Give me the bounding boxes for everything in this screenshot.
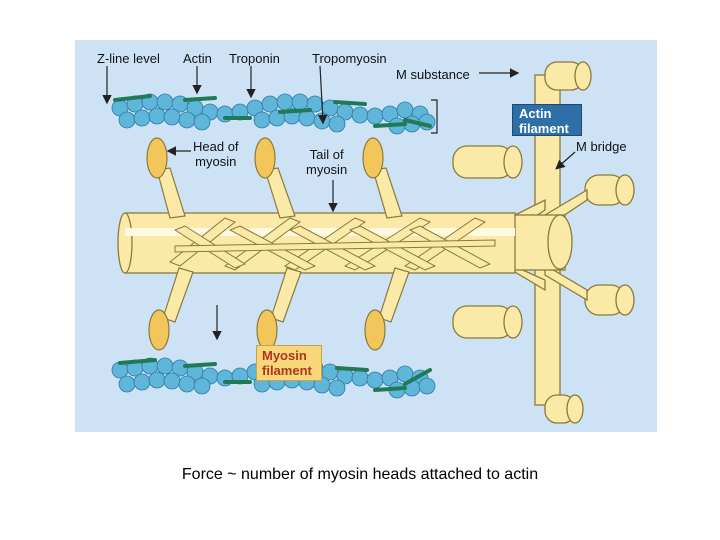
tropomyosin-upper xyxy=(113,94,432,128)
myosin-tails xyxy=(169,217,496,271)
caption: Force ~ number of myosin heads attached … xyxy=(181,466,539,483)
label-z-line-level: Z-line level xyxy=(97,51,160,66)
myosin-heads-upper xyxy=(146,137,403,219)
label-tropomyosin: Tropomyosin xyxy=(312,51,387,66)
myosin-heads-lower xyxy=(148,267,410,351)
label-m-bridge: M bridge xyxy=(576,139,627,154)
sarcomere-diagram: Z-line level Actin Troponin Tropomyosin … xyxy=(75,40,657,432)
label-actin-filament: Actin filament xyxy=(512,104,582,136)
label-head-of-myosin: Head of myosin xyxy=(193,139,239,169)
label-m-substance: M substance xyxy=(396,67,470,82)
leader-arrows xyxy=(102,65,576,341)
label-troponin: Troponin xyxy=(229,51,280,66)
actin-bracket xyxy=(431,99,438,134)
label-actin: Actin xyxy=(183,51,212,66)
label-tail-of-myosin: Tail of myosin xyxy=(306,147,348,177)
label-myosin-filament: Myosin filament xyxy=(256,345,322,381)
diagram-art xyxy=(75,40,657,432)
